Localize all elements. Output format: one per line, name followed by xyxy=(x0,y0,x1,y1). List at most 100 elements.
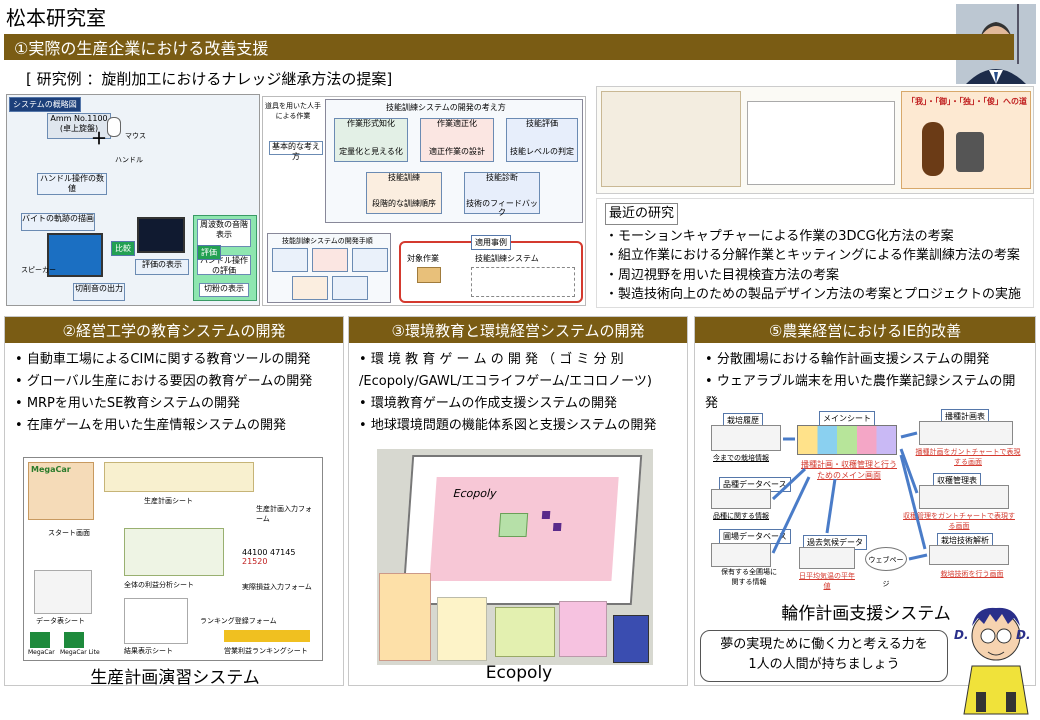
analysis-grid xyxy=(929,545,1009,565)
train-sys-label: 技能訓練システム xyxy=(475,254,539,263)
app1-label: MegaCar xyxy=(28,649,55,656)
main-note: 播種計画・収穫管理と行うためのメイン画面 xyxy=(801,460,897,480)
list-item: 地球環境問題の機能体系図と支援システムの開発 xyxy=(359,415,679,437)
proc-step-1 xyxy=(272,248,308,272)
path-draw-box: バイトの軌跡の描画 xyxy=(21,213,95,231)
training-box: 技能訓練 段階的な訓練順序 xyxy=(366,172,442,214)
money-notes xyxy=(559,601,607,657)
climate-grid xyxy=(799,547,855,569)
board-title: Ecopoly xyxy=(453,487,498,500)
case-frame: 適用事例 対象作業 技能訓練システム xyxy=(399,235,583,303)
plan-sheet-grid xyxy=(104,462,254,492)
input-form-label: 生産計画入力フォーム xyxy=(256,505,312,523)
plus-icon: ＋ xyxy=(91,129,108,148)
ranking-bar xyxy=(224,630,310,642)
main-sheet-grid xyxy=(797,425,897,455)
flow-arrows xyxy=(771,431,928,561)
mocap-panel xyxy=(601,91,741,187)
concept-title: 技能訓練システムの開発の考え方 xyxy=(386,103,506,112)
dice-icon xyxy=(552,523,562,531)
climate-note: 日平均気温の平年値 xyxy=(799,572,855,590)
ecopoly-photo: Ecopoly xyxy=(377,449,653,665)
section1-example: [ 研究例 ：旋削加工におけるナレッジ継承方法の提案] xyxy=(26,70,393,88)
judge-tag: 評価 xyxy=(197,245,221,260)
profit-label: 全体の利益分析シート xyxy=(124,581,194,589)
field-grid xyxy=(711,543,771,567)
section2-caption: 生産計画演習システム xyxy=(90,668,260,688)
motto-box: 夢の実現ために働く力と考える力を 1人の人間が持ちましょう xyxy=(700,630,948,682)
mouse-label: マウス xyxy=(125,132,146,140)
stepwise-label: 段階的な訓練順序 xyxy=(372,198,436,208)
handle-eval-box: ハンドル操作の評価 xyxy=(197,255,251,275)
app-icon-1 xyxy=(30,632,50,648)
list-item: MRPを用いたSE教育システムの開発 xyxy=(15,393,335,415)
app2-label: MegaCar Lite xyxy=(60,649,100,656)
board-center: Ecopoly xyxy=(429,477,619,581)
result-sheet-label: 結果表示シート xyxy=(124,647,173,655)
history-note: 今までの栽培情報 xyxy=(713,454,769,462)
app-icon-2 xyxy=(64,632,84,648)
level-label: 技能レベルの判定 xyxy=(510,146,574,156)
eval-monitor-icon xyxy=(137,217,185,253)
web-page-node: ウェブページ xyxy=(865,547,907,588)
optimize-label: 作業適正化 xyxy=(437,119,477,128)
megacar-logo: MegaCar xyxy=(28,462,94,520)
harvest-note: 収穫管理をガントチャートで表現する画面 xyxy=(903,512,1015,530)
freq-box: 周波数の音階表示 xyxy=(197,219,251,247)
lab-title: 松本研究室 xyxy=(6,6,106,30)
knowledge-box: 作業形式知化 定量化と見える化 xyxy=(334,118,408,162)
megacar-figure: MegaCar スタート画面 生産計画シート 生産計画入力フォーム 全体の利益分… xyxy=(23,457,323,661)
start-label: スタート画面 xyxy=(48,529,90,537)
motto-line-1: 夢の実現ために働く力と考える力を xyxy=(720,637,928,652)
value-2: 47145 xyxy=(270,548,296,557)
evaluate-box: 技能評価 技能レベルの判定 xyxy=(506,118,578,162)
section3-header: ③環境教育と環境経営システムの開発 xyxy=(349,317,687,343)
recent-item: ・製造技術向上のための製品デザイン方法の考案とプロジェクトの実施 xyxy=(605,287,1022,302)
optimize-box: 作業適正化 適正作業の設計 xyxy=(420,118,494,162)
fig-title: システムの概略図 xyxy=(9,97,81,112)
basic-box: 基本的な考え方 xyxy=(269,141,323,161)
game-board: Ecopoly xyxy=(401,455,643,605)
proc-step-5 xyxy=(332,276,368,300)
player-card xyxy=(437,597,487,661)
history-grid xyxy=(711,425,781,451)
knowledge-label: 作業形式知化 xyxy=(347,119,395,128)
violin-icon xyxy=(922,122,944,176)
list-item: 分散圃場における輪作計画支援システムの開発 xyxy=(705,349,1027,371)
target-label: 対象作業 xyxy=(407,254,439,263)
proc-step-4 xyxy=(292,276,328,300)
procedure-frame: 技能訓練システムの開発手順 xyxy=(267,233,391,303)
visualize-label: 定量化と見える化 xyxy=(339,146,403,156)
ranking-label: ランキング登録フォーム xyxy=(200,617,277,625)
value-1: 44100 xyxy=(242,548,268,557)
figure-system-overview: システムの概略図 Amm No.1100 (卓上旋盤) ＋ マウス ハンドル ハ… xyxy=(6,94,260,306)
opt-design-label: 適正作業の設計 xyxy=(429,146,485,156)
section2-header: ②経営工学の教育システムの開発 xyxy=(5,317,343,343)
procedure-title: 技能訓練システムの開発手順 xyxy=(282,237,373,245)
recent-item: ・周辺視野を用いた目視検査方法の考案 xyxy=(605,267,840,283)
dice-icon xyxy=(541,511,551,519)
list-item: 自動車工場によるCIMに関する教育ツールの開発 xyxy=(15,349,335,371)
figure-training-concept: 道具を用いた人手による作業 基本的な考え方 技能訓練システムの開発の考え方 作業… xyxy=(262,96,586,306)
monitor-icon xyxy=(47,233,103,277)
sow-note: 播種計画をガントチャートで表現する画面 xyxy=(915,448,1021,466)
figure-latest-research: 「我」・「御」・「独」・「俊」への道 xyxy=(596,86,1034,194)
speaker-label: スピーカー xyxy=(21,266,56,274)
recent-item: ・組立作業における分解作業とキッティングによる作業訓練方法の考案 xyxy=(605,248,1020,263)
handle-label: ハンドル xyxy=(115,156,143,164)
harvest-grid xyxy=(919,485,1009,509)
data-sheet-grid xyxy=(34,570,92,614)
feedback-label: 技術のフィードバック xyxy=(466,198,538,218)
section2-panel: ②経営工学の教育システムの開発 自動車工場によるCIMに関する教育ツールの開発 … xyxy=(4,316,344,688)
actual-form-label: 実際損益入力フォーム xyxy=(242,583,312,591)
case-title: 適用事例 xyxy=(471,235,511,250)
sales-rank-label: 営業利益ランキングシート xyxy=(224,647,308,655)
analysis-note: 栽培技術を行う画面 xyxy=(940,570,1004,578)
kitting-panel xyxy=(747,101,895,185)
mascot-badge-left: D. xyxy=(954,628,969,642)
diagnosis-box: 技能診断 技術のフィードバック xyxy=(464,172,540,217)
compare-tag: 比較 xyxy=(111,241,135,256)
handle-data-box: ハンドル操作の数値 xyxy=(37,173,107,195)
card-stack xyxy=(379,573,431,661)
diagnosis-label: 技能診断 xyxy=(486,173,518,182)
